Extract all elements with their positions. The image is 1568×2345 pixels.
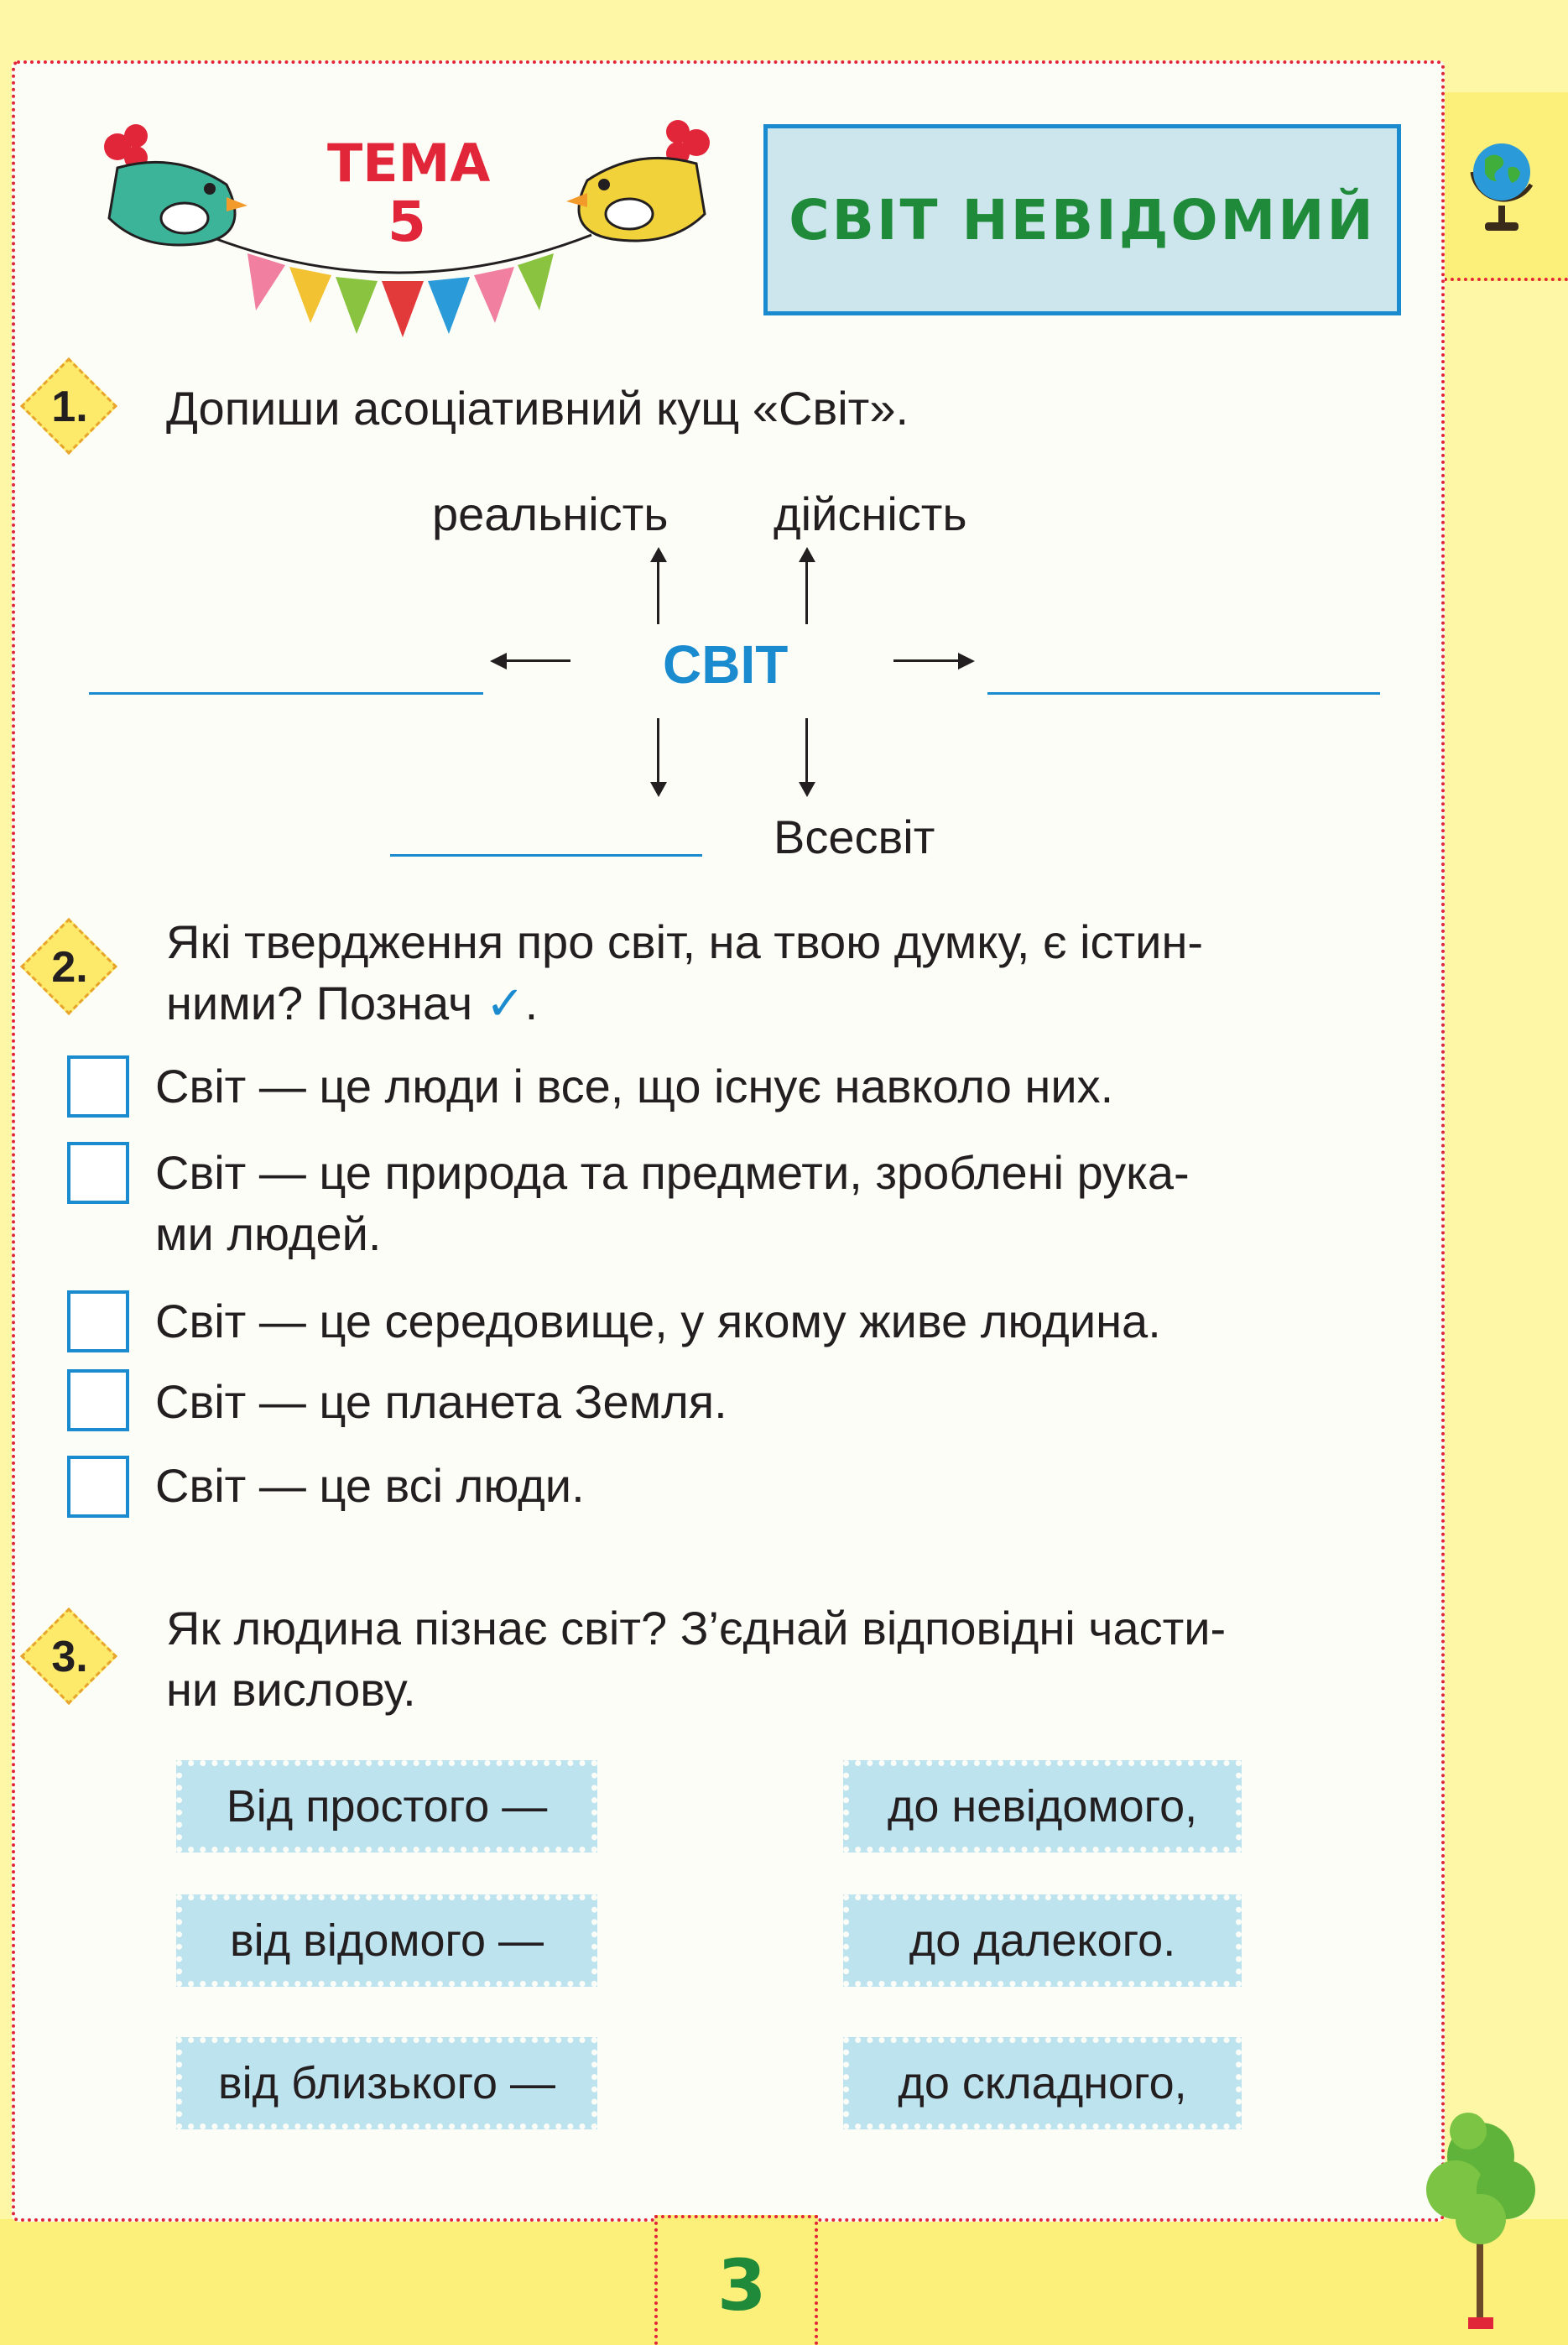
checkbox[interactable] <box>67 1142 129 1204</box>
bunting-icon <box>205 233 592 337</box>
statement-text: Світ — це природа та предмети, зроблені … <box>155 1146 1190 1199</box>
arrowhead <box>799 782 815 797</box>
task2-question-line1: Які твердження про світ, на твою думку, … <box>166 915 1204 968</box>
answer-line-bottom[interactable] <box>390 854 702 857</box>
bird-icon <box>566 120 710 242</box>
arrow-right <box>893 659 961 662</box>
page-title: СВІТ НЕВІДОМИЙ <box>789 187 1376 253</box>
arrow-left <box>503 659 570 662</box>
task3-question-line1: Як людина пізнає світ? З’єднай відповідн… <box>166 1602 1227 1655</box>
statement-text: Світ — це середовище, у якому живе людин… <box>155 1295 1161 1347</box>
checkbox[interactable] <box>67 1290 129 1352</box>
page-number-tab <box>654 2215 818 2345</box>
task3-question-line2: ни вислову. <box>166 1663 416 1716</box>
task2-question-line2: ними? Познач ✓. <box>166 977 539 1031</box>
checkmark-icon: ✓ <box>485 977 525 1031</box>
task-number-badge: 2. <box>20 918 117 1015</box>
cluster-word-universe: Всесвіт <box>774 810 935 863</box>
arrowhead <box>799 547 815 562</box>
tree-icon <box>1426 2113 1535 2329</box>
statement-text: Світ — це планета Земля. <box>155 1375 727 1428</box>
arrow-up <box>657 555 659 624</box>
page-title-box: СВІТ НЕВІДОМИЙ <box>763 124 1401 315</box>
arrow-down <box>657 718 659 787</box>
statement-text: Світ — це всі люди. <box>155 1459 585 1512</box>
bird-icon <box>104 124 247 247</box>
answer-line-left[interactable] <box>89 692 483 695</box>
arrowhead <box>650 782 667 797</box>
phrase-card-right[interactable]: до далекого. <box>843 1894 1242 1987</box>
page-number: 3 <box>717 2244 767 2327</box>
answer-line-right[interactable] <box>987 692 1380 695</box>
tema-number: 5 <box>388 190 426 254</box>
phrase-card-right[interactable]: до невідомого, <box>843 1760 1242 1853</box>
arrow-down <box>805 718 808 787</box>
page-frame <box>12 60 1445 2222</box>
arrowhead <box>490 653 507 670</box>
phrase-card-right[interactable]: до складного, <box>843 2037 1242 2129</box>
phrase-card-left[interactable]: Від простого — <box>176 1760 597 1853</box>
arrowhead <box>650 547 667 562</box>
cluster-word-actuality: дійсність <box>774 487 967 540</box>
arrowhead <box>958 653 975 670</box>
cluster-center-word: СВІТ <box>663 634 789 695</box>
statement-text: ми людей. <box>155 1207 382 1260</box>
phrase-card-left[interactable]: від близького — <box>176 2037 597 2129</box>
statement-text: Світ — це люди і все, що існує навколо н… <box>155 1060 1114 1113</box>
arrow-up <box>805 555 808 624</box>
globe-icon <box>1470 143 1534 231</box>
tema-label: ТЕМА <box>327 133 491 194</box>
task1-instruction: Допиши асоціативний кущ «Світ». <box>166 382 909 435</box>
checkbox[interactable] <box>67 1456 129 1518</box>
phrase-card-left[interactable]: від відомого — <box>176 1894 597 1987</box>
checkbox[interactable] <box>67 1055 129 1118</box>
cluster-word-reality: реальність <box>432 487 669 540</box>
task-number-badge: 1. <box>20 357 117 455</box>
task-number-badge: 3. <box>20 1608 117 1705</box>
checkbox[interactable] <box>67 1369 129 1431</box>
